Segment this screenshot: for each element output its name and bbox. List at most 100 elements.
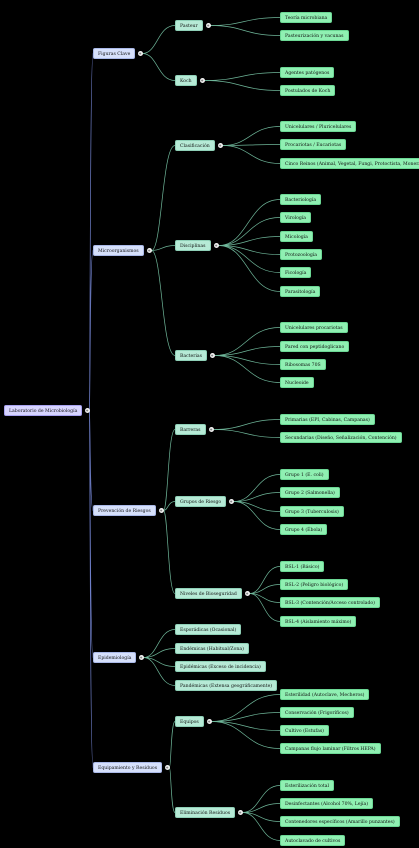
expand-toggle-icon[interactable]: + xyxy=(213,243,219,248)
connector-line xyxy=(204,72,281,81)
connector-line xyxy=(222,126,281,146)
node-procariotas-eucariotas[interactable]: Procariotas / Eucariotas xyxy=(280,139,347,150)
connector-line xyxy=(233,501,281,530)
connector-line xyxy=(89,250,94,411)
node-esterilidad-autoclave-mecheros[interactable]: Esterilidad (Autoclave, Mecheros) xyxy=(280,689,370,700)
node-epidemicas-exceso-de-incidencia[interactable]: Epidémicas (Exceso de incidencia) xyxy=(175,661,266,672)
connector-line xyxy=(143,648,176,658)
node-desinfectantes-alcohol-70-lejia[interactable]: Desinfectantes (Alcohol 70%, Lejía) xyxy=(280,798,373,809)
node-nucleoide[interactable]: Nucleoide xyxy=(280,377,314,388)
connector-line xyxy=(214,346,281,356)
node-ribosomas-70s[interactable]: Ribosomas 70S xyxy=(280,359,326,370)
connector-line xyxy=(211,712,281,722)
expand-toggle-icon[interactable]: + xyxy=(158,508,164,513)
connector-line xyxy=(89,410,94,768)
node-campanas-flujo-laminar-filtros-hepa[interactable]: Campanas flujo laminar (Filtros HEPA) xyxy=(280,743,381,754)
node-figuras-clave[interactable]: Figuras Clave xyxy=(93,48,136,59)
connector-line xyxy=(163,501,176,511)
expand-toggle-icon[interactable]: + xyxy=(228,499,234,504)
node-protozoologia[interactable]: Protozoología xyxy=(280,249,322,260)
connector-line xyxy=(210,17,281,26)
connector-line xyxy=(211,694,281,722)
expand-toggle-icon[interactable]: + xyxy=(208,427,214,432)
node-pasteur[interactable]: Pasteur xyxy=(175,20,203,31)
node-cultivo-estufas[interactable]: Cultivo (Estufas) xyxy=(280,725,329,736)
node-grupo-1-e-coli[interactable]: Grupo 1 (E. coli) xyxy=(280,469,329,480)
connector-line xyxy=(218,245,281,273)
node-bacteriologia[interactable]: Bacteriología xyxy=(280,194,322,205)
expand-toggle-icon[interactable]: + xyxy=(137,51,143,56)
node-endemicas-habitual-zona[interactable]: Endémicas (Habitual/Zona) xyxy=(175,643,249,654)
node-parasitologia[interactable]: Parasitología xyxy=(280,286,321,297)
expand-toggle-icon[interactable]: + xyxy=(84,408,90,413)
connector-line xyxy=(142,53,176,81)
node-niveles-de-bioseguridad[interactable]: Niveles de Bioseguridad xyxy=(175,588,242,599)
expand-toggle-icon[interactable]: + xyxy=(205,23,211,28)
connector-line xyxy=(218,236,281,246)
connector-line xyxy=(214,355,281,365)
node-ficologia[interactable]: Ficología xyxy=(280,267,312,278)
node-clasificacion[interactable]: Clasificación xyxy=(175,140,215,151)
node-pasteurizacion-y-vacunas[interactable]: Pasteurización y vacunas xyxy=(280,30,349,41)
node-bsl-1-basico[interactable]: BSL-1 (Básico) xyxy=(280,561,325,572)
node-koch[interactable]: Koch xyxy=(175,75,197,86)
node-virologia[interactable]: Virología xyxy=(280,212,312,223)
connector-line xyxy=(249,584,281,594)
connector-line xyxy=(143,629,176,658)
node-esporadicas-ocasional[interactable]: Esporádicas (Ocasional) xyxy=(175,624,242,635)
node-agentes-patogenos[interactable]: Agentes patógenos xyxy=(280,67,335,78)
node-equipamiento-y-residuos[interactable]: Equipamiento y Residuos xyxy=(93,762,163,773)
node-contenedores-especificos-amarillo-punzan[interactable]: Contenedores específicos (Amarillo punza… xyxy=(280,816,400,827)
node-epidemiologia[interactable]: Epidemiología xyxy=(93,652,137,663)
node-bsl-2-peligro-biologico[interactable]: BSL-2 (Peligro biológico) xyxy=(280,579,349,590)
node-primarias-epi-cabinas-campanas[interactable]: Primarias (EPI, Cabinas, Campanas) xyxy=(280,414,375,425)
node-barreras[interactable]: Barreras xyxy=(175,424,206,435)
connector-line xyxy=(142,25,176,54)
expand-toggle-icon[interactable]: + xyxy=(164,765,170,770)
connector-line xyxy=(151,250,176,356)
node-grupos-de-riesgo[interactable]: Grupos de Riesgo xyxy=(175,496,227,507)
node-bsl-3-contencion-acceso-controlado[interactable]: BSL-3 (Contención/Acceso controlado) xyxy=(280,597,380,608)
connector-line xyxy=(242,803,281,813)
node-grupo-4-ebola[interactable]: Grupo 4 (Ébola) xyxy=(280,524,328,535)
node-teoria-microbiana[interactable]: Teoría microbiana xyxy=(280,12,333,23)
connector-line xyxy=(151,245,176,251)
node-secundarias-diseno-senalizacion-contenci[interactable]: Secundarias (Diseño, Señalización, Conte… xyxy=(280,432,402,443)
node-disciplinas[interactable]: Disciplinas xyxy=(175,240,211,251)
node-grupo-2-salmonella[interactable]: Grupo 2 (Salmonella) xyxy=(280,487,340,498)
connector-line xyxy=(218,199,281,246)
node-prevencion-de-riesgos[interactable]: Prevención de Riesgos xyxy=(93,505,156,516)
expand-toggle-icon[interactable]: + xyxy=(244,591,250,596)
node-microorganismos[interactable]: Microorganismos xyxy=(93,245,144,256)
expand-toggle-icon[interactable]: + xyxy=(146,248,152,253)
node-eliminacion-residuos[interactable]: Eliminación Residuos xyxy=(175,807,236,818)
node-postulados-de-koch[interactable]: Postulados de Koch xyxy=(280,85,336,96)
connector-line xyxy=(211,721,281,749)
node-bacterias[interactable]: Bacterias xyxy=(175,350,208,361)
node-pared-con-peptidoglicano[interactable]: Pared con peptidoglicano xyxy=(280,341,350,352)
node-pandemicas-extensa-geograficamente[interactable]: Pandémicas (Extensa geográficamente) xyxy=(175,680,278,691)
node-cinco-reinos-animal-vegetal-fungi-protoc[interactable]: Cinco Reinos (Animal, Vegetal, Fungi, Pr… xyxy=(280,158,419,169)
node-autoclavado-de-cultivos[interactable]: Autoclavado de cultivos xyxy=(280,835,346,846)
node-unicelulares-pluricelulares[interactable]: Unicelulares / Pluricelulares xyxy=(280,121,357,132)
expand-toggle-icon[interactable]: + xyxy=(217,143,223,148)
connector-line xyxy=(242,812,281,841)
node-equipos[interactable]: Equipos xyxy=(175,716,204,727)
node-micologia[interactable]: Micología xyxy=(280,231,313,242)
connector-line xyxy=(222,144,281,146)
expand-toggle-icon[interactable]: + xyxy=(237,810,243,815)
connector-line xyxy=(233,501,281,512)
node-unicelulares-procariotas[interactable]: Unicelulares procariotas xyxy=(280,322,348,333)
connector-line xyxy=(214,327,281,356)
node-grupo-3-tuberculosis[interactable]: Grupo 3 (Tuberculosis) xyxy=(280,506,344,517)
connector-line xyxy=(163,510,176,594)
node-conservacion-frigorificos[interactable]: Conservación (Frigoríficos) xyxy=(280,707,354,718)
node-esterilizacion-total[interactable]: Esterilización total xyxy=(280,780,334,791)
node-bsl-4-aislamiento-maximo[interactable]: BSL-4 (Aislamiento máximo) xyxy=(280,616,357,627)
node-laboratorio-de-microbiologia[interactable]: Laboratorio de Microbiología xyxy=(4,405,83,416)
expand-toggle-icon[interactable]: + xyxy=(209,353,215,358)
expand-toggle-icon[interactable]: + xyxy=(199,78,205,83)
expand-toggle-icon[interactable]: + xyxy=(206,719,212,724)
connector-line xyxy=(218,245,281,255)
expand-toggle-icon[interactable]: + xyxy=(138,655,144,660)
